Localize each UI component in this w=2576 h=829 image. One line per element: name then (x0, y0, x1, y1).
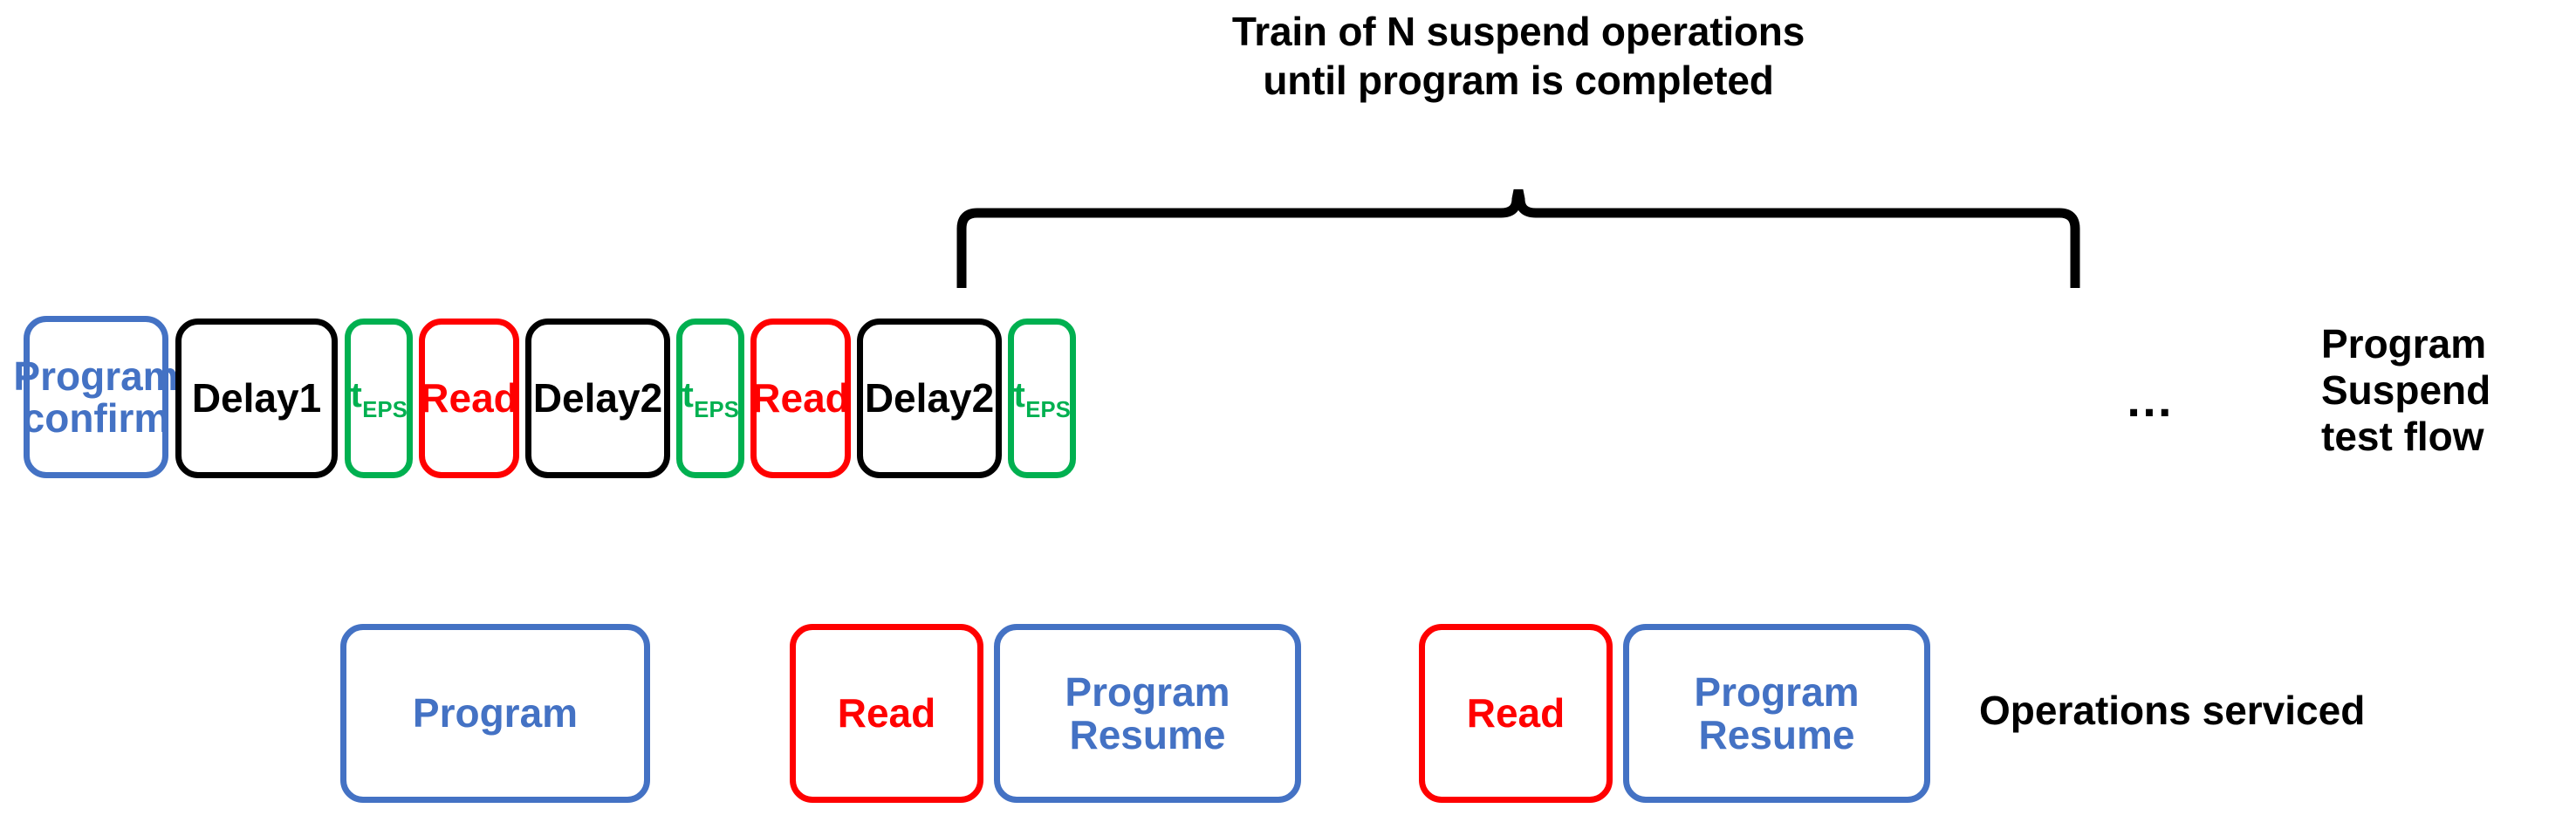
box-program-resume-1[interactable]: Program Resume (994, 624, 1301, 803)
teps-base: t (1013, 376, 1025, 415)
box-read-serviced-1[interactable]: Read (790, 624, 983, 803)
test-flow-label: Program Suspend test flow (2321, 321, 2491, 459)
teps-base: t (682, 376, 694, 415)
teps-subscript: EPS (694, 397, 740, 422)
box-label: Program confirm (13, 353, 179, 441)
box-read-1[interactable]: Read (419, 319, 519, 478)
teps-subscript: EPS (1025, 397, 1072, 422)
box-label: Read (1466, 690, 1565, 737)
curly-brace (951, 183, 2086, 297)
teps-symbol: tEPS (1013, 376, 1072, 422)
box-delay1[interactable]: Delay1 (175, 319, 338, 478)
box-label: Read (751, 375, 850, 421)
box-program[interactable]: Program (340, 624, 650, 803)
box-program-resume-2[interactable]: Program Resume (1623, 624, 1930, 803)
box-teps-1[interactable]: tEPS (345, 319, 413, 478)
box-label: Program Resume (1694, 669, 1860, 757)
box-label: Delay2 (864, 375, 995, 421)
box-label: Read (420, 375, 518, 421)
box-label: Read (837, 690, 936, 737)
teps-symbol: tEPS (682, 376, 740, 422)
ellipsis-continuation: … (2125, 372, 2174, 427)
teps-base: t (350, 376, 362, 415)
box-label: Program Resume (1065, 669, 1230, 757)
box-label: Delay2 (532, 375, 663, 421)
box-read-serviced-2[interactable]: Read (1419, 624, 1613, 803)
box-teps-3[interactable]: tEPS (1008, 319, 1076, 478)
box-teps-2[interactable]: tEPS (676, 319, 744, 478)
teps-symbol: tEPS (350, 376, 408, 422)
box-read-2[interactable]: Read (750, 319, 851, 478)
box-program-confirm[interactable]: Program confirm (13, 316, 179, 478)
operations-serviced-label: Operations serviced (1979, 688, 2366, 733)
box-delay2-b[interactable]: Delay2 (857, 319, 1002, 478)
box-delay2-a[interactable]: Delay2 (525, 319, 670, 478)
brace-caption: Train of N suspend operations until prog… (1231, 9, 1805, 103)
teps-subscript: EPS (362, 397, 408, 422)
box-label: Program (412, 690, 579, 737)
box-label: Delay1 (191, 375, 322, 421)
